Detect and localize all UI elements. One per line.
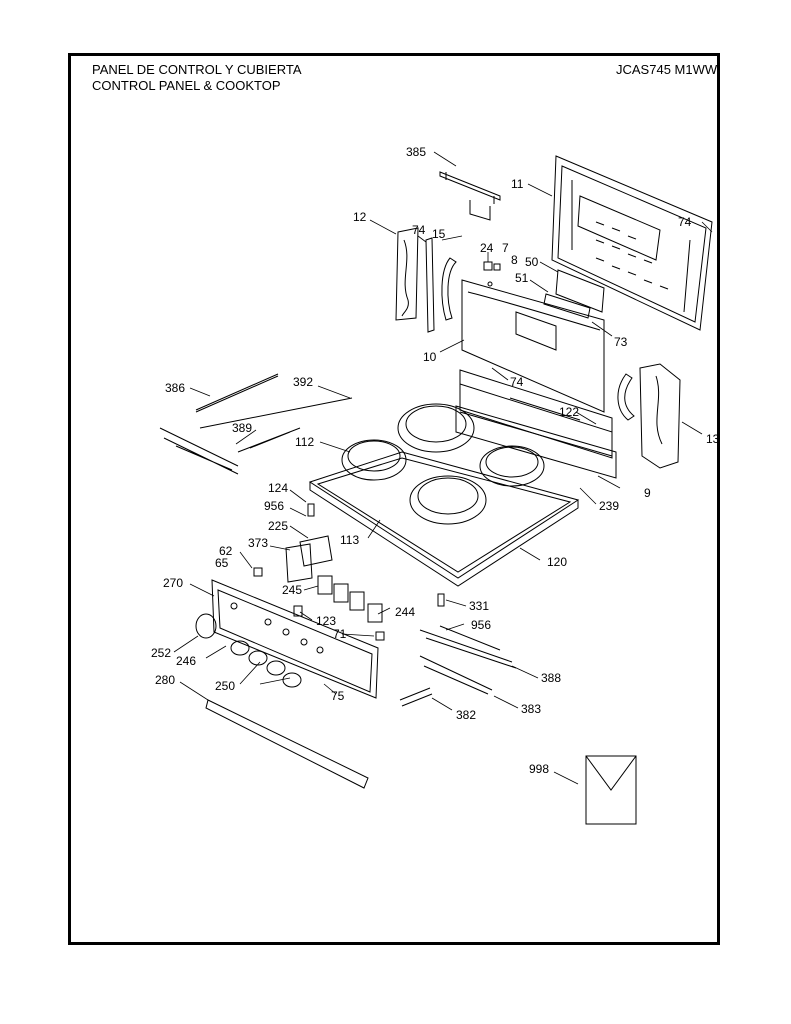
label-244: 244 xyxy=(395,605,415,619)
label-24: 24 xyxy=(480,241,494,255)
diagram-frame xyxy=(68,53,720,945)
label-956-upper: 956 xyxy=(264,499,284,513)
part-998-literature xyxy=(585,755,637,825)
label-956-lower: 956 xyxy=(471,618,491,632)
label-74-upper-left: 74 xyxy=(412,223,426,237)
label-10: 10 xyxy=(423,350,437,364)
part-392-rod xyxy=(199,397,353,429)
part-252-knob xyxy=(195,613,217,639)
part-50-51-control-board xyxy=(543,269,605,319)
parts-123-71 xyxy=(293,605,385,641)
label-73: 73 xyxy=(614,335,628,349)
parts-62-65 xyxy=(253,567,263,577)
label-112: 112 xyxy=(295,435,314,449)
part-250-knobs xyxy=(230,640,302,688)
label-65: 65 xyxy=(215,556,229,570)
part-120-cooktop-glass xyxy=(308,451,580,587)
label-225: 225 xyxy=(268,519,288,533)
label-124: 124 xyxy=(268,481,288,495)
label-13: 13 xyxy=(706,432,720,446)
part-386-rod xyxy=(195,373,279,413)
label-246: 246 xyxy=(176,654,196,668)
label-331: 331 xyxy=(469,599,489,613)
label-51: 51 xyxy=(515,271,529,285)
label-11: 11 xyxy=(511,177,524,191)
label-12: 12 xyxy=(353,210,367,224)
label-386: 386 xyxy=(165,381,185,395)
label-71: 71 xyxy=(333,627,347,641)
part-385-bracket xyxy=(439,171,501,221)
part-10-backguard xyxy=(461,279,605,413)
label-9: 9 xyxy=(644,486,651,500)
label-62: 62 xyxy=(219,544,233,558)
label-15: 15 xyxy=(432,227,446,241)
label-74-middle: 74 xyxy=(510,375,524,389)
parts-124-956-225-373 xyxy=(285,503,333,583)
label-50: 50 xyxy=(525,255,539,269)
model-number: JCAS745 M1WW xyxy=(616,62,718,77)
label-8: 8 xyxy=(511,253,518,267)
part-388-wire-harness xyxy=(419,593,517,695)
part-12-side-trim-left xyxy=(395,227,419,321)
label-250: 250 xyxy=(215,679,235,693)
label-122: 122 xyxy=(559,405,579,419)
parts-24-7-8 xyxy=(483,261,501,271)
part-389-wire-harness xyxy=(159,427,301,475)
label-373: 373 xyxy=(248,536,268,550)
label-245: 245 xyxy=(282,583,302,597)
title-spanish: PANEL DE CONTROL Y CUBIERTA xyxy=(92,62,302,77)
label-392: 392 xyxy=(293,375,313,389)
title-english: CONTROL PANEL & COOKTOP xyxy=(92,78,281,93)
label-270: 270 xyxy=(163,576,183,590)
label-385: 385 xyxy=(406,145,426,159)
label-120: 120 xyxy=(547,555,567,569)
label-383: 383 xyxy=(521,702,541,716)
label-123: 123 xyxy=(316,614,336,628)
leader-lines xyxy=(173,151,713,785)
label-388: 388 xyxy=(541,671,561,685)
part-245-244-switches xyxy=(317,575,383,623)
label-382: 382 xyxy=(456,708,476,722)
part-382-harness-bundle xyxy=(399,687,433,707)
label-998: 998 xyxy=(529,762,549,776)
part-15-strip xyxy=(425,237,457,333)
label-252: 252 xyxy=(151,646,171,660)
label-389: 389 xyxy=(232,421,252,435)
label-113: 113 xyxy=(340,533,359,547)
part-13-side-trim-right xyxy=(617,363,681,469)
part-labels: 385 11 12 74 74 15 24 7 8 50 51 73 10 38… xyxy=(151,145,720,776)
label-239: 239 xyxy=(599,499,619,513)
part-9-frame xyxy=(455,405,617,479)
part-280-trim xyxy=(205,699,369,789)
part-270-control-panel xyxy=(211,579,379,699)
part-112-burners xyxy=(341,403,545,525)
label-7: 7 xyxy=(502,241,509,255)
label-280: 280 xyxy=(155,673,175,687)
label-75: 75 xyxy=(331,689,345,703)
part-11-back-panel xyxy=(551,155,713,331)
label-74-upper-right: 74 xyxy=(678,215,692,229)
